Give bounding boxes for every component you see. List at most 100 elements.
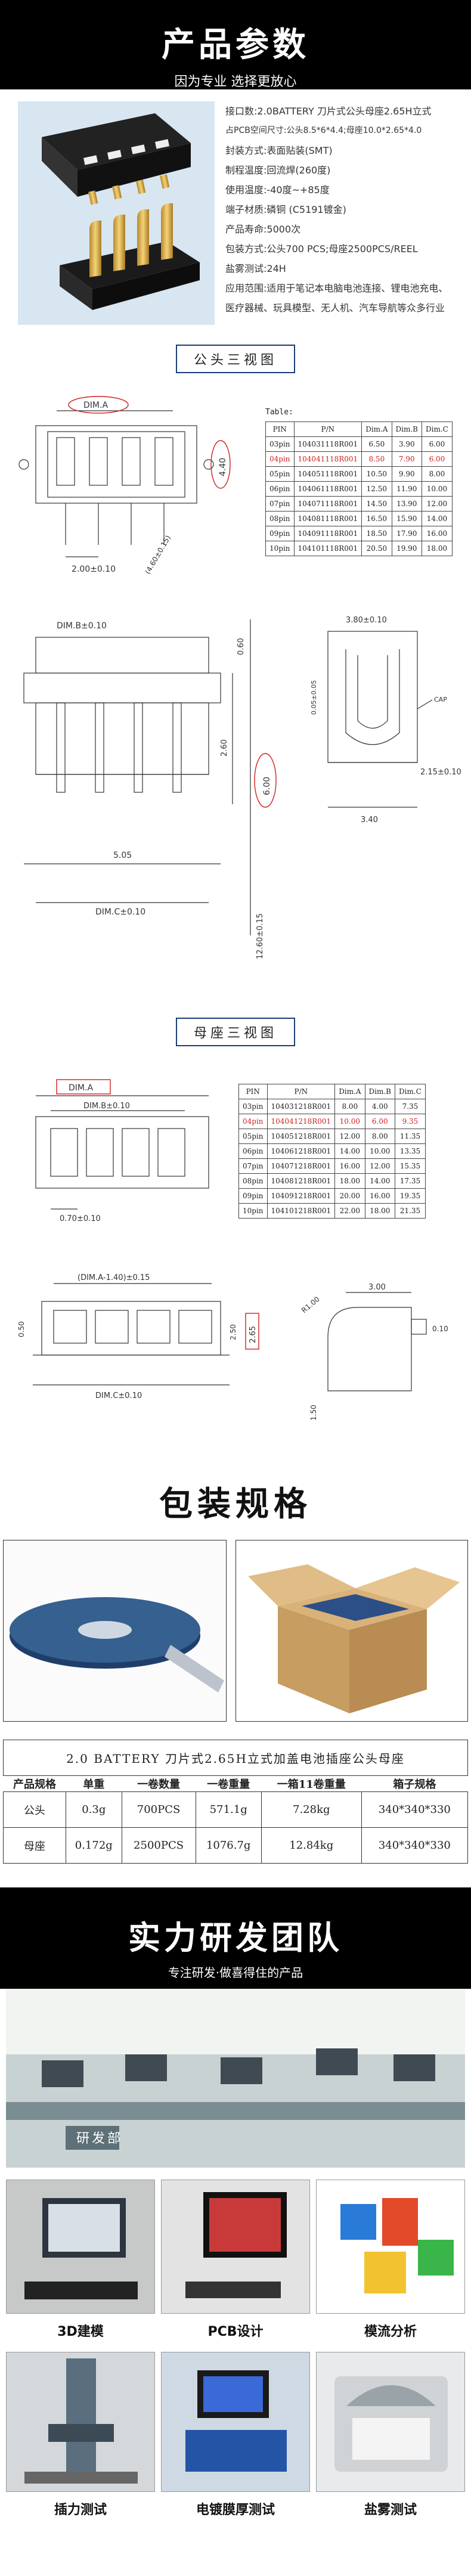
tile-label: 盐雾测试 [364,2503,417,2518]
female-view-heading: 母座三视图 [0,1013,471,1051]
table-header-cell: PIN [238,1084,268,1099]
dim-200-label: 2.00±0.10 [72,565,116,574]
dim-a-label: DIM.A [83,401,108,410]
table-cell: 104091118R001 [293,526,362,541]
table-cell: 19.90 [391,541,423,556]
female-front-view: (DIM.A-1.40)±0.15 0.50 2.50 2.65 DIM.C±0… [17,1273,259,1400]
dim-215-label: 2.15±0.10 [420,768,461,777]
table-cell: 9.35 [395,1114,426,1129]
packaging-heading: 包装规格 [0,1462,471,1540]
table-cell: 14.50 [361,496,392,512]
tile-label: 模流分析 [364,2324,417,2339]
table-cell: 104101118R001 [293,541,362,556]
tile-label: 插力测试 [54,2503,107,2518]
male-side-view: 3.80±0.10 0.05±0.05 CAP 2.15±0.10 3.40 [310,616,461,824]
dim-340-label: 3.40 [361,816,378,824]
table-cell: 4.00 [364,1099,396,1114]
params-subtitle: 因为专业 选择更放心 [174,75,297,89]
table-cell: 06pin [265,481,295,497]
f-dim-070-label: 0.70±0.10 [60,1214,101,1223]
tile-pcb-photo [161,2180,310,2314]
f-dim-a2-label: (DIM.A-1.40)±0.15 [78,1273,150,1282]
dim-380-label: 3.80±0.10 [346,616,387,625]
table-cell: 母座 [2,1827,67,1864]
table-cell: 6.50 [361,436,392,452]
table-cell: 10pin [238,1203,268,1219]
table-header-cell: 一箱11卷重量 [277,1778,346,1791]
tile-label: PCB设计 [207,2324,264,2339]
table-cell: 12.00 [364,1158,396,1174]
table-cell: 104101218R001 [267,1203,336,1219]
table-cell: 0.3g [66,1791,122,1828]
office-sign: 研发部 [76,2131,123,2146]
table-cell: 8.00 [364,1129,396,1144]
table-cell: 10pin [265,541,295,556]
table-cell: 03pin [238,1099,268,1114]
office-photo: 研发部 [6,1989,465,2168]
table-cell: 104031218R001 [267,1099,336,1114]
table-cell: 104071118R001 [293,496,362,512]
table-cell: 104041218R001 [267,1114,336,1129]
f-dim-a-label: DIM.A [69,1083,93,1093]
table-cell: 6.00 [422,436,453,452]
table-cell: 09pin [238,1188,268,1204]
table-cell: 04pin [238,1114,268,1129]
packaging-photos [0,1540,471,1722]
tile-insertion-photo [6,2352,155,2492]
table-cell: 10.00 [422,481,453,497]
table-cell: 8.50 [361,451,392,467]
table-cell: 104031118R001 [293,436,362,452]
tile-plating: 电镀膜厚测试 [161,2352,310,2518]
tile-pcb: PCB设计 [161,2180,310,2340]
table-cell: 20.00 [334,1188,365,1204]
tile-plating-photo [161,2352,310,2492]
tiles-row-1: 3D建模 PCB设计 模流分析 [6,2180,465,2340]
tile-moldflow-photo [316,2180,465,2314]
table-cell: 10.50 [361,466,392,482]
table-cell: 18.00 [334,1173,365,1189]
table-header-cell: Dim.B [391,421,423,437]
spec-line: 应用范围:适用于笔记本电脑电池连接、锂电池充电、医疗器械、玩具模型、无人机、汽车… [225,283,448,314]
table-cell: 09pin [265,526,295,541]
product-photo [18,101,215,325]
table-cell: 6.00 [364,1114,396,1129]
dim-005-label: 0.05±0.05 [310,680,318,715]
table-cell: 8.00 [422,466,453,482]
table-header-cell: 产品规格 [13,1778,57,1791]
table-cell: 16.00 [334,1158,365,1174]
spec-section: 接口数:2.0BATTERY 刀片式公头母座2.65H立式 占PCB空间尺寸:公… [0,89,471,340]
table-cell: 08pin [238,1173,268,1189]
f-dim-c-label: DIM.C±0.10 [95,1391,142,1400]
reel-photo [3,1540,227,1722]
table-cell: 07pin [265,496,295,512]
table-cell: 11.90 [391,481,423,497]
table-cell: 7.90 [391,451,423,467]
table-cell: 10.00 [364,1143,396,1159]
dim-260-label: 2.60 [220,739,229,757]
packaging-title: 包装规格 [159,1484,312,1524]
table-cell: 21.35 [395,1203,426,1219]
tile-3d: 3D建模 [6,2180,155,2340]
tile-moldflow: 模流分析 [316,2180,465,2340]
f-dim-300-label: 3.00 [368,1283,386,1292]
table-header-cell: P/N [267,1084,336,1099]
table-cell: 07pin [238,1158,268,1174]
table-cell: 15.35 [395,1158,426,1174]
tile-insertion: 插力测试 [6,2352,155,2518]
dim-440-label: 4.40 [218,458,228,476]
tile-saltspray: 盐雾测试 [316,2352,465,2518]
table-cell: 18.00 [422,541,453,556]
table-cell: 340*340*330 [361,1791,469,1828]
spec-line: 制程温度:回流焊(260度) [225,165,331,176]
